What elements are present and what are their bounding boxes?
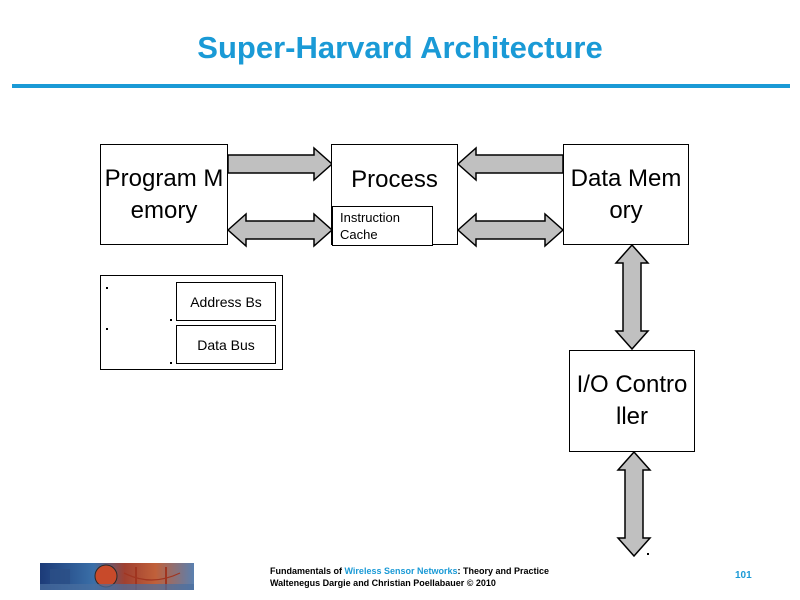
io-controller-label: I/O Controller	[576, 371, 688, 430]
footer-line-2: Waltenegus Dargie and Christian Poellaba…	[270, 578, 496, 588]
program-memory-block: Program Memory	[100, 144, 228, 245]
data-bus-arrow-data	[456, 212, 565, 248]
data-memory-label: Data Memory	[570, 164, 682, 224]
footer-highlight: Wireless Sensor Networks	[344, 566, 458, 576]
footer-prefix: Fundamentals of	[270, 566, 345, 576]
marker-dot	[170, 319, 172, 321]
program-memory-label: Program Memory	[104, 164, 224, 224]
data-bus-arrow-program	[226, 212, 334, 248]
marker-dot	[106, 287, 108, 289]
marker-dot	[106, 328, 108, 330]
io-controller-block: I/O Controller	[569, 350, 695, 452]
page-number: 101	[735, 570, 752, 581]
footer-suffix: : Theory and Practice	[457, 566, 550, 576]
marker-dot	[170, 362, 172, 364]
address-bus-arrow-data	[456, 146, 564, 182]
slide-title: Super-Harvard Architecture	[197, 30, 603, 65]
footer-logo-image	[40, 563, 194, 590]
marker-dot	[647, 553, 649, 555]
legend-address-bus-label: Address Bs	[176, 282, 276, 321]
processor-label: Processor	[351, 166, 438, 204]
legend-data-bus-label: Data Bus	[176, 325, 276, 364]
title-underline	[12, 84, 790, 88]
instruction-cache-label: Instruction Cache	[340, 210, 400, 242]
data-bus-arrow-external	[616, 450, 652, 558]
footer-line-1: Fundamentals of Wireless Sensor Networks…	[270, 565, 549, 577]
data-memory-block: Data Memory	[563, 144, 689, 245]
data-bus-arrow-io	[614, 243, 650, 351]
footer-citation: Fundamentals of Wireless Sensor Networks…	[270, 565, 549, 589]
address-bus-arrow-program	[227, 146, 334, 182]
instruction-cache-block: Instruction Cache	[332, 206, 433, 246]
